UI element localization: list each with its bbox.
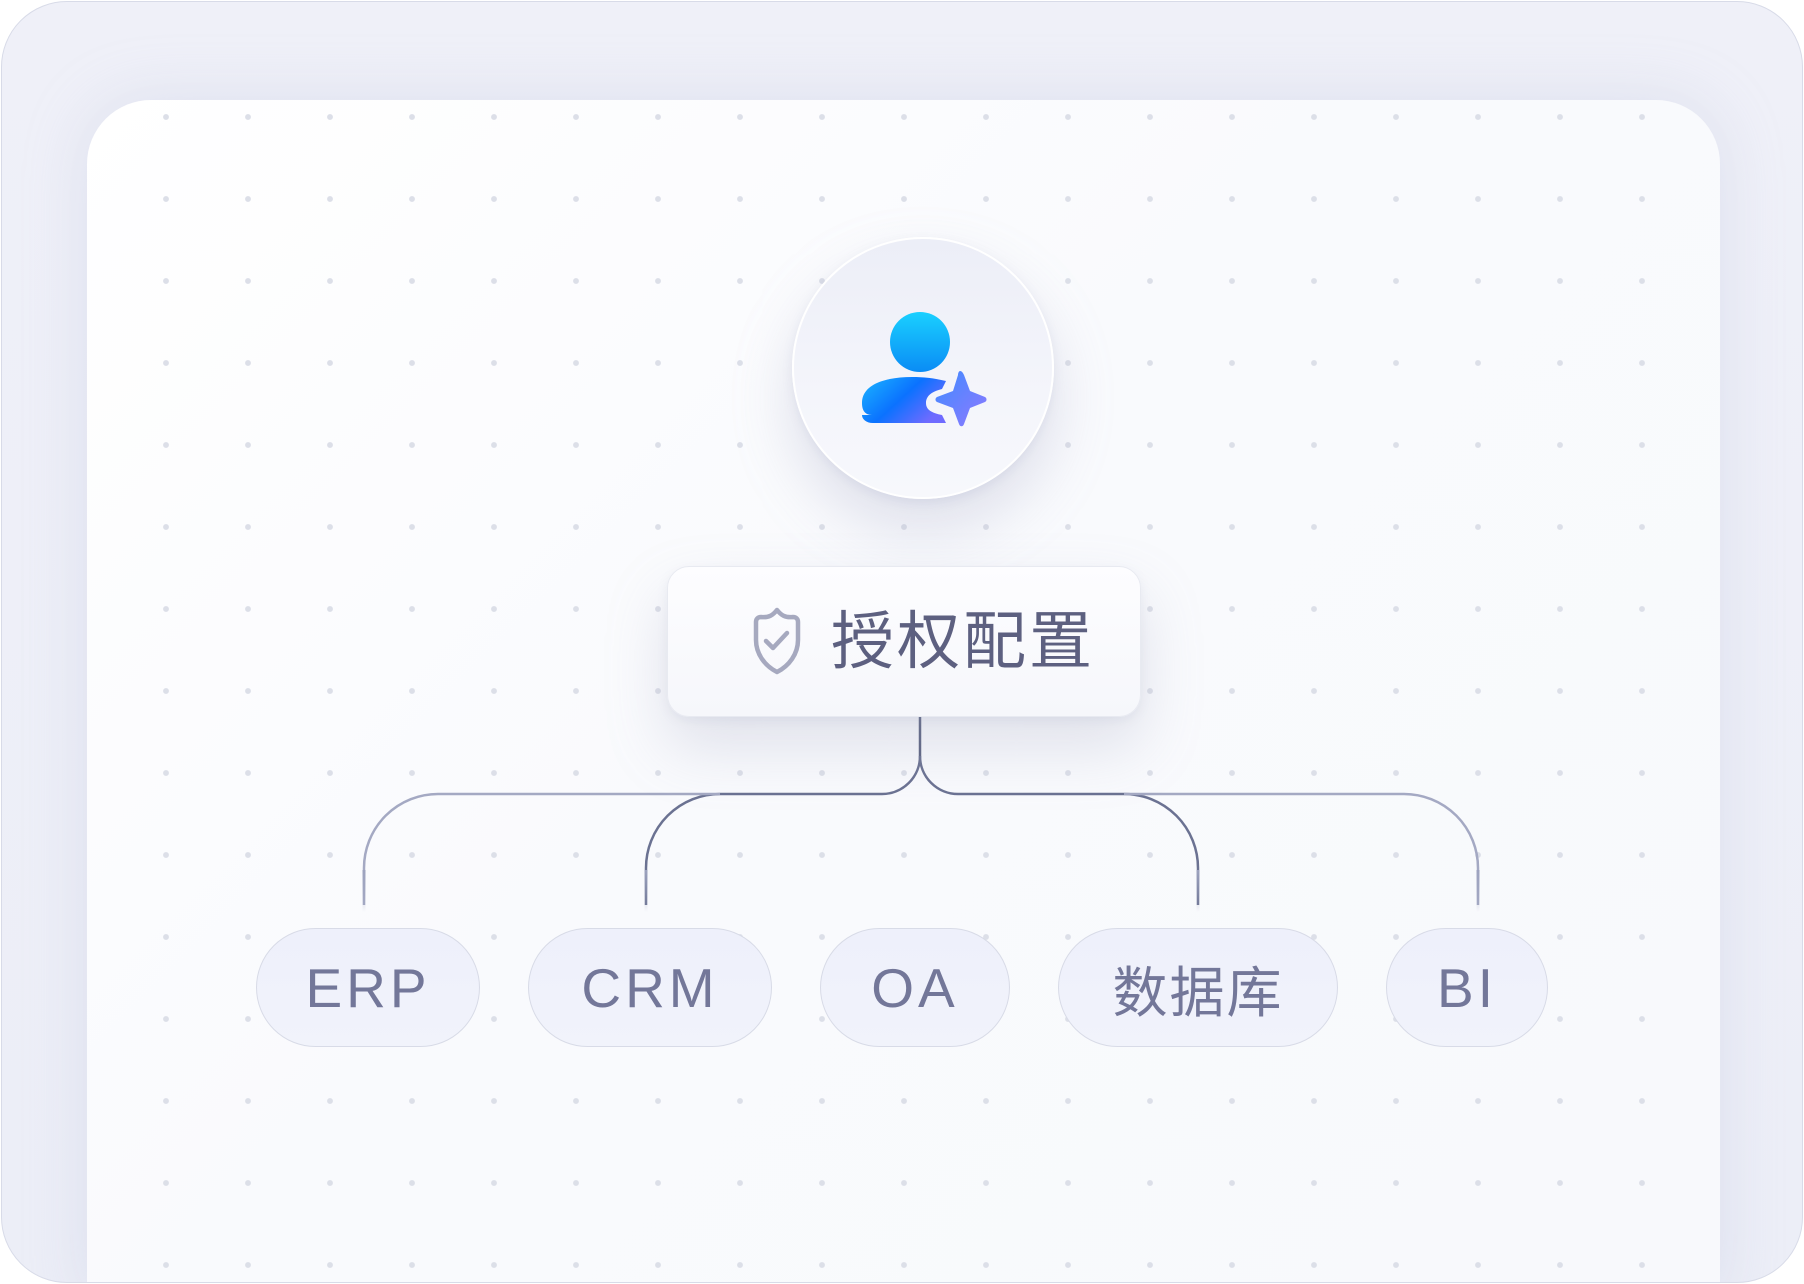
user-sparkle-icon — [862, 312, 987, 427]
system-pill-erp[interactable]: ERP — [256, 928, 480, 1047]
system-pill-oa[interactable]: OA — [820, 928, 1010, 1047]
bus-right-inner — [918, 755, 1200, 905]
user-node — [792, 237, 1054, 499]
system-pill-database[interactable]: 数据库 — [1058, 928, 1338, 1047]
system-pill-bi[interactable]: BI — [1386, 928, 1548, 1047]
shield-check-icon — [753, 607, 801, 675]
bus-left-outer — [362, 792, 720, 905]
system-pill-crm[interactable]: CRM — [528, 928, 772, 1047]
bus-left-inner — [644, 755, 922, 905]
auth-config-title: 授权配置 — [831, 605, 1095, 678]
auth-config-card[interactable]: 授权配置 — [667, 566, 1141, 717]
bus-right-outer — [1124, 792, 1480, 905]
